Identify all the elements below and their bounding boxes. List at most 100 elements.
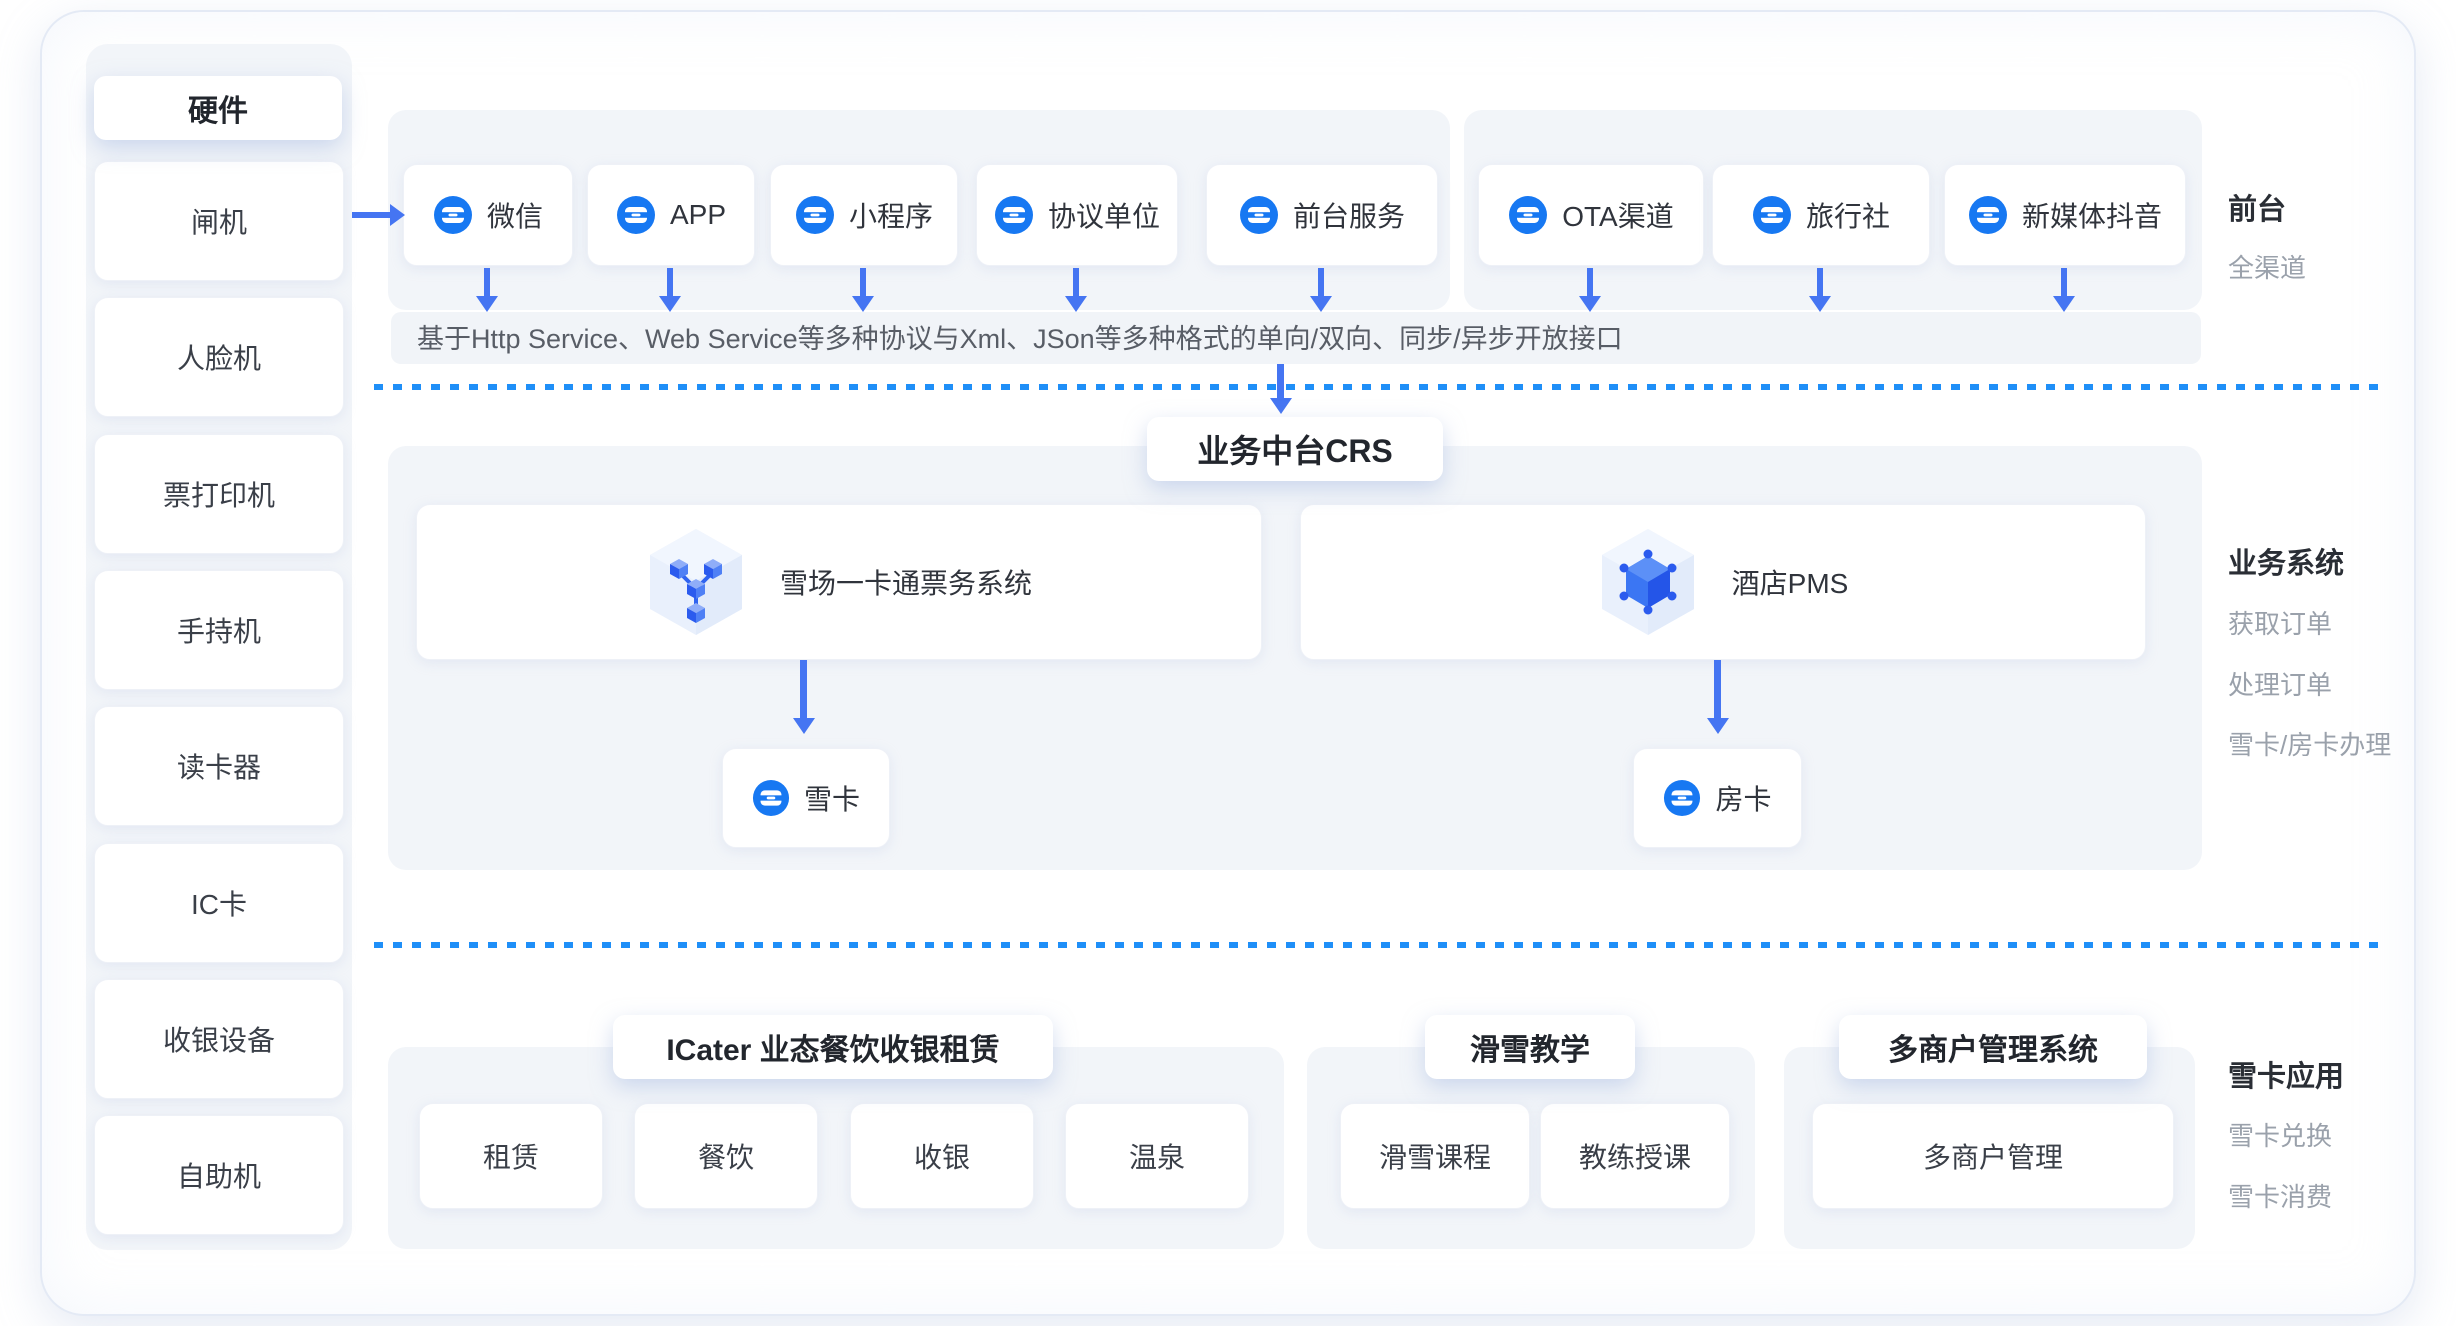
hardware-item: 手持机 [94, 570, 344, 690]
crs-title: 业务中台CRS [1147, 417, 1443, 481]
snow-card-box: 雪卡 [722, 748, 890, 848]
arrow-down-icon [1714, 660, 1721, 718]
hardware-item-label: 手持机 [176, 616, 261, 647]
hardware-item: 自助机 [94, 1115, 344, 1235]
business-section-sub: 获取订单 [2228, 609, 2333, 639]
icater-item-label: 餐饮 [697, 1142, 754, 1173]
business-section-sub: 雪卡/房卡办理 [2228, 730, 2392, 760]
hardware-item-label: 自助机 [176, 1161, 261, 1192]
ticket-icon [616, 196, 655, 234]
multi-merchant-item-label: 多商户管理 [1922, 1142, 2063, 1173]
icater-item: 租赁 [419, 1103, 603, 1209]
hardware-item-label: 票打印机 [162, 480, 275, 511]
icater-item-label: 温泉 [1128, 1142, 1185, 1173]
ticket-icon [1239, 196, 1278, 234]
dotted-divider [374, 942, 2384, 948]
room-card-box: 房卡 [1633, 748, 1802, 848]
channel-label: 微信 [486, 201, 543, 232]
ski-teaching-item-label: 教练授课 [1578, 1142, 1691, 1173]
hex-network-icon [1601, 529, 1694, 635]
hotel-pms-box: 酒店PMS [1300, 504, 2146, 660]
icater-title: ICater 业态餐饮收银租赁 [613, 1015, 1053, 1079]
hardware-item-label: 人脸机 [176, 343, 261, 374]
channel-label: 旅行社 [1805, 201, 1890, 232]
arrow-down-icon [860, 268, 866, 296]
ski-teaching-title-label: 滑雪教学 [1470, 1034, 1590, 1067]
icater-title-label: ICater 业态餐饮收银租赁 [666, 1034, 1000, 1067]
hardware-item: 收银设备 [94, 979, 344, 1099]
channel-douyin: 新媒体抖音 [1944, 164, 2186, 266]
business-section-sub: 处理订单 [2228, 670, 2333, 700]
business-section-title: 业务系统 [2228, 548, 2345, 580]
channel-miniprogram: 小程序 [770, 164, 958, 266]
front-section-title: 前台 [2228, 194, 2287, 226]
arrow-down-icon [1587, 268, 1593, 296]
arrow-down-icon [1817, 268, 1823, 296]
snow-card-label: 雪卡 [803, 784, 860, 815]
hardware-item-label: 收银设备 [162, 1025, 275, 1056]
channel-label: 小程序 [848, 201, 933, 232]
front-section-sub: 全渠道 [2228, 253, 2307, 283]
channel-label: OTA渠道 [1562, 201, 1674, 232]
hardware-item: 票打印机 [94, 434, 344, 554]
ticket-icon [1752, 196, 1791, 234]
application-section-sub: 雪卡消费 [2228, 1182, 2333, 1212]
hardware-title-label: 硬件 [188, 95, 248, 128]
arrow-down-icon [484, 268, 490, 296]
ticket-icon [1968, 196, 2007, 234]
ski-teaching-title: 滑雪教学 [1425, 1015, 1635, 1079]
application-section-title: 雪卡应用 [2228, 1061, 2345, 1093]
ticket-icon [795, 196, 834, 234]
ski-teaching-item-label: 滑雪课程 [1378, 1142, 1491, 1173]
icater-item-label: 收银 [913, 1142, 970, 1173]
hardware-item-label: 读卡器 [176, 752, 261, 783]
hardware-title: 硬件 [94, 76, 342, 140]
ticket-icon [994, 196, 1033, 234]
hardware-item-label: IC卡 [190, 889, 247, 920]
open-api-bar-text: 基于Http Service、Web Service等多种协议与Xml、JSon… [417, 324, 1623, 354]
ticketing-system-label: 雪场一卡通票务系统 [779, 568, 1032, 599]
hardware-item-label: 闸机 [190, 207, 247, 238]
application-section-sub: 雪卡兑换 [2228, 1121, 2333, 1151]
crs-title-label: 业务中台CRS [1197, 433, 1393, 469]
multi-merchant-title: 多商户管理系统 [1839, 1015, 2147, 1079]
cube-network-icon [649, 529, 742, 635]
hotel-pms-label: 酒店PMS [1731, 568, 1849, 599]
ticket-icon [433, 196, 472, 234]
hardware-item: IC卡 [94, 843, 344, 963]
ski-teaching-item: 滑雪课程 [1340, 1103, 1530, 1209]
channel-travel-agency: 旅行社 [1712, 164, 1930, 266]
arrow-down-icon [1318, 268, 1324, 296]
icater-item-label: 租赁 [482, 1142, 539, 1173]
channel-label: 前台服务 [1292, 201, 1405, 232]
hardware-item: 人脸机 [94, 297, 344, 417]
arrow-down-icon [2061, 268, 2067, 296]
channel-weixin: 微信 [403, 164, 573, 266]
arrow-right-icon [352, 212, 390, 218]
channel-label: 协议单位 [1047, 201, 1160, 232]
multi-merchant-title-label: 多商户管理系统 [1888, 1034, 2098, 1067]
hardware-item: 闸机 [94, 161, 344, 281]
arrow-down-icon [1277, 364, 1284, 398]
arrow-down-icon [800, 660, 807, 718]
ticket-icon [1509, 196, 1548, 234]
channel-app: APP [587, 164, 755, 266]
ticket-icon [1664, 779, 1701, 817]
channel-frontdesk-service: 前台服务 [1206, 164, 1438, 266]
room-card-label: 房卡 [1715, 784, 1772, 815]
channel-label: APP [669, 199, 727, 230]
channel-agreement-unit: 协议单位 [976, 164, 1178, 266]
channel-ota: OTA渠道 [1478, 164, 1704, 266]
arrow-down-icon [667, 268, 673, 296]
icater-item: 温泉 [1065, 1103, 1249, 1209]
channel-label: 新媒体抖音 [2021, 201, 2162, 232]
hardware-item: 读卡器 [94, 706, 344, 826]
open-api-bar [391, 312, 2201, 364]
icater-item: 餐饮 [634, 1103, 818, 1209]
dotted-divider [374, 384, 2384, 390]
multi-merchant-item: 多商户管理 [1812, 1103, 2174, 1209]
icater-item: 收银 [850, 1103, 1034, 1209]
ski-teaching-item: 教练授课 [1540, 1103, 1730, 1209]
ticketing-system-box: 雪场一卡通票务系统 [416, 504, 1262, 660]
